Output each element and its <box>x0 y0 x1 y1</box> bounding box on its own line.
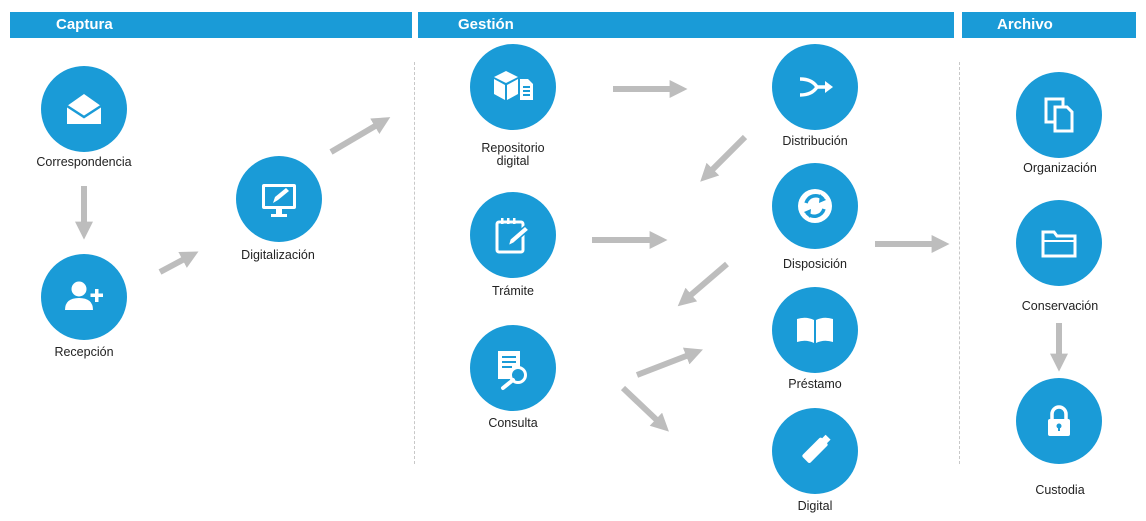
consulta-label: Consulta <box>488 416 538 430</box>
consulta-node <box>470 325 556 411</box>
arrow-consulta-digital <box>620 385 669 432</box>
repositorio-label: Repositorio digital <box>481 141 545 168</box>
arrow-digitalizacion-gestion <box>329 117 391 155</box>
disposicion-label: Disposición <box>783 257 847 271</box>
tramite-node <box>470 192 556 278</box>
prestamo-node <box>772 287 858 373</box>
custodia-label: Custodia <box>1035 483 1085 497</box>
add-user-icon <box>65 281 103 310</box>
section-header-gestion: Gestión <box>418 12 954 38</box>
custodia-node <box>1016 378 1102 464</box>
conservacion-label: Conservación <box>1021 299 1099 313</box>
section-header-archivo: Archivo <box>962 12 1136 38</box>
conservacion-node <box>1016 200 1102 286</box>
usb-drive-icon <box>802 434 831 463</box>
distribucion-label: Distribución <box>782 134 848 148</box>
digital-label: Digital <box>797 499 833 513</box>
organizacion-label: Organización <box>1023 161 1097 175</box>
prestamo-label: Préstamo <box>788 377 842 391</box>
digitalizacion-label: Digitalización <box>241 248 315 262</box>
refresh-icon <box>798 189 832 223</box>
recepcion-label: Recepción <box>54 345 114 359</box>
digitalizacion-node <box>236 156 322 242</box>
repositorio-node <box>470 44 556 130</box>
digital-node <box>772 408 858 494</box>
section-header-captura: Captura <box>10 12 412 38</box>
distribucion-node <box>772 44 858 130</box>
folder-icon <box>1041 230 1077 258</box>
open-book-icon <box>797 317 833 343</box>
organizacion-node <box>1016 72 1102 158</box>
arrow-distribucion-tramite <box>700 134 748 182</box>
envelope-icon <box>66 94 102 124</box>
cube-document-icon <box>494 71 533 100</box>
monitor-pen-icon <box>262 184 296 217</box>
disposicion-node <box>772 163 858 249</box>
correspondencia-label: Correspondencia <box>36 155 132 169</box>
arrow-consulta-prestamo <box>635 347 703 378</box>
recepcion-node <box>41 254 127 340</box>
section-divider-gestion-archivo <box>959 62 960 464</box>
lock-icon <box>1048 405 1070 436</box>
copy-documents-icon <box>1044 97 1074 133</box>
section-title-captura: Captura <box>56 16 113 33</box>
section-title-gestion: Gestión <box>458 16 514 33</box>
notepad-pen-icon <box>495 218 531 254</box>
split-arrow-icon <box>799 77 833 97</box>
section-divider-captura-gestion <box>414 62 415 464</box>
document-search-icon <box>498 351 527 390</box>
arrow-disposicion-consulta <box>677 261 729 307</box>
tramite-label: Trámite <box>492 284 534 298</box>
arrow-recepcion-digitalizacion <box>158 251 199 275</box>
section-title-archivo: Archivo <box>997 16 1053 33</box>
correspondencia-node <box>41 66 127 152</box>
